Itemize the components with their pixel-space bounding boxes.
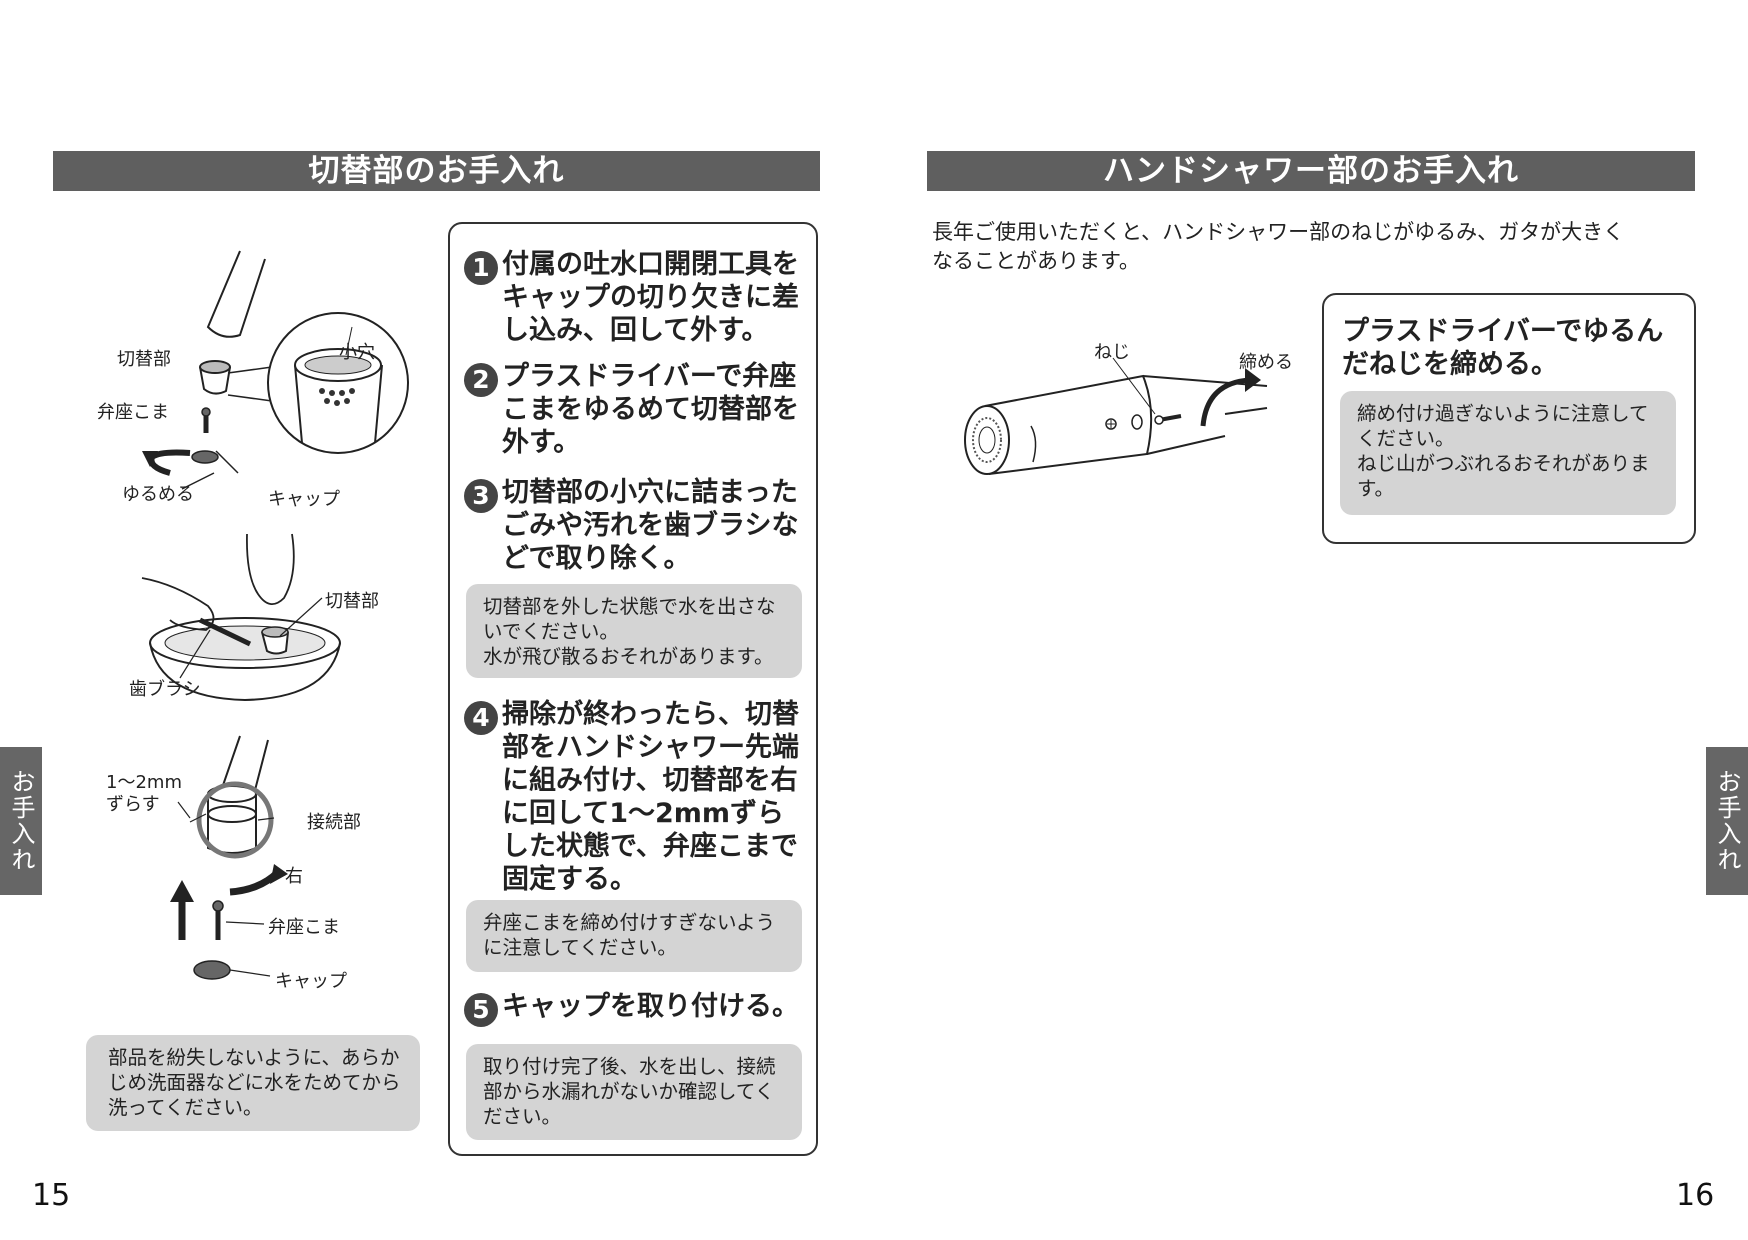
note-parts: 部品を紛失しないように、あらかじめ洗面器などに水をためてから洗ってください。 (86, 1035, 420, 1131)
step-4: 4 掃除が終わったら、切替部をハンドシャワー先端に組み付け、切替部を右に回して1… (464, 698, 809, 896)
label-joint: 接続部 (307, 812, 361, 833)
label-toothbrush: 歯ブラシ (129, 679, 201, 700)
step-text-2: プラスドライバーで弁座こまをゆるめて切替部を外す。 (502, 361, 799, 458)
note-step-5: 取り付け完了後、水を出し、接続部から水漏れがないか確認してください。 (466, 1044, 802, 1140)
label-valve-top: 弁座こま (97, 402, 169, 423)
note-step-4: 弁座こまを締め付けすぎないように注意してください。 (466, 900, 802, 972)
step-number-1: 1 (464, 251, 498, 285)
label-screw: ねじ (1094, 342, 1130, 363)
step-text-4: 掃除が終わったら、切替部をハンドシャワー先端に組み付け、切替部を右に回して1～2… (502, 699, 799, 895)
intro-text: 長年ご使用いただくと、ハンドシャワー部のねじがゆるみ、ガタが大きく なることがあ… (932, 220, 1625, 273)
steps-panel: 1 付属の吐水口開閉工具をキャップの切り欠きに差し込み、回して外す。 2 プラス… (448, 222, 818, 1156)
tip-note: 締め付け過ぎないように注意して ください。 ねじ山がつぶれるおそれがありま す。 (1340, 391, 1676, 515)
side-tab-right: お手入れ (1706, 747, 1748, 895)
figure-hand-shower (964, 357, 1268, 475)
step-text-1: 付属の吐水口開閉工具をキャップの切り欠きに差し込み、回して外す。 (502, 249, 799, 346)
figure-remove-switch (142, 250, 409, 490)
label-loosen: ゆるめる (122, 484, 194, 505)
label-cap-bottom: キャップ (275, 971, 347, 992)
label-valve-bottom: 弁座こま (268, 917, 340, 938)
page-number-right: 16 (1676, 1178, 1715, 1213)
step-number-4: 4 (464, 701, 498, 735)
label-shift-1-2mm: 1～2mm ずらす (106, 772, 182, 815)
figure-reassembly (170, 735, 288, 980)
tip-panel: プラスドライバーでゆるんだねじを締める。 締め付け過ぎないように注意して くださ… (1322, 293, 1696, 544)
section-header-right: ハンドシャワー部のお手入れ (927, 151, 1695, 191)
section-header-left: 切替部のお手入れ (53, 151, 820, 191)
label-tighten: 締める (1239, 352, 1293, 373)
step-1: 1 付属の吐水口開閉工具をキャップの切り欠きに差し込み、回して外す。 (464, 248, 809, 347)
label-small-hole: 小穴 (339, 342, 375, 363)
step-2: 2 プラスドライバーで弁座こまをゆるめて切替部を外す。 (464, 360, 809, 459)
step-text-3: 切替部の小穴に詰まったごみや汚れを歯ブラシなどで取り除く。 (502, 477, 799, 574)
figure-washing (141, 533, 341, 702)
label-switch-part: 切替部 (117, 349, 171, 370)
side-tab-left: お手入れ (0, 747, 42, 895)
label-right: 右 (285, 866, 303, 887)
step-number-3: 3 (464, 479, 498, 513)
step-number-2: 2 (464, 363, 498, 397)
note-step-3: 切替部を外した状態で水を出さないでください。 水が飛び散るおそれがあります。 (466, 584, 802, 678)
step-5: 5 キャップを取り付ける。 (464, 990, 809, 1027)
tip-title: プラスドライバーでゆるんだねじを締める。 (1342, 316, 1664, 380)
page-number-left: 15 (32, 1178, 71, 1213)
step-number-5: 5 (464, 993, 498, 1027)
step-text-5: キャップを取り付ける。 (502, 991, 799, 1022)
label-cap-top: キャップ (268, 489, 340, 510)
label-switch-part-2: 切替部 (325, 591, 379, 612)
step-3: 3 切替部の小穴に詰まったごみや汚れを歯ブラシなどで取り除く。 (464, 476, 809, 575)
